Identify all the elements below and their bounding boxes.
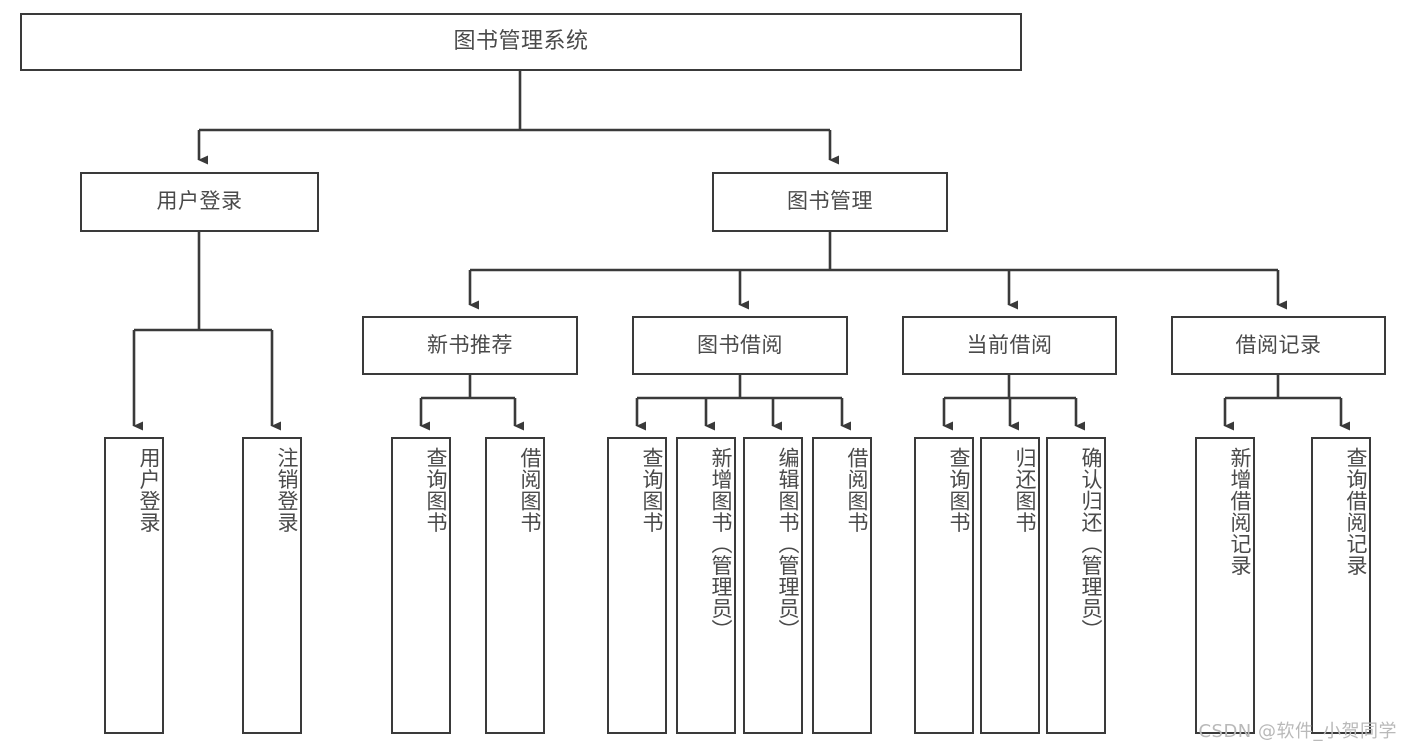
node-leaf-user-login[interactable]: 用户登录 [104, 437, 164, 734]
node-root-system[interactable]: 图书管理系统 [20, 13, 1022, 71]
node-book-borrow[interactable]: 图书借阅 [632, 316, 848, 375]
node-label: 图书管理 [787, 189, 873, 214]
node-leaf-edit-book-admin[interactable]: 编辑图书（管理员） [743, 437, 803, 734]
node-label: 当前借阅 [966, 332, 1053, 357]
node-borrow-record[interactable]: 借阅记录 [1171, 316, 1386, 375]
node-book-manage[interactable]: 图书管理 [712, 172, 948, 232]
node-label: 借阅图书 [845, 447, 869, 533]
node-label: 查询图书 [947, 447, 971, 533]
node-leaf-query-book-1[interactable]: 查询图书 [391, 437, 451, 734]
node-leaf-borrow-book-1[interactable]: 借阅图书 [485, 437, 545, 734]
node-user-login[interactable]: 用户登录 [80, 172, 319, 232]
node-leaf-query-borrow-record[interactable]: 查询借阅记录 [1311, 437, 1371, 734]
node-label: 借阅图书 [518, 447, 542, 533]
node-label: 注销登录 [275, 447, 299, 533]
node-label: 新增借阅记录 [1228, 447, 1252, 576]
node-label: 编辑图书（管理员） [776, 447, 800, 641]
watermark-text: CSDN @软件_小贺同学 [1198, 721, 1397, 742]
node-label: 新增图书（管理员） [709, 447, 733, 641]
node-leaf-add-book-admin[interactable]: 新增图书（管理员） [676, 437, 736, 734]
node-label: 查询图书 [424, 447, 448, 533]
node-leaf-query-book-3[interactable]: 查询图书 [914, 437, 974, 734]
node-label: 用户登录 [137, 447, 161, 533]
node-leaf-confirm-return-admin[interactable]: 确认归还（管理员） [1046, 437, 1106, 734]
node-label: 用户登录 [156, 189, 243, 214]
node-label: 查询图书 [640, 447, 664, 533]
node-label: 查询借阅记录 [1344, 447, 1368, 576]
node-label: 新书推荐 [427, 332, 513, 357]
node-label: 借阅记录 [1235, 332, 1322, 357]
node-leaf-return-book[interactable]: 归还图书 [980, 437, 1040, 734]
node-new-book-recommend[interactable]: 新书推荐 [362, 316, 578, 375]
node-leaf-logout-login[interactable]: 注销登录 [242, 437, 302, 734]
node-leaf-query-book-2[interactable]: 查询图书 [607, 437, 667, 734]
node-label: 归还图书 [1013, 447, 1037, 533]
node-current-borrow[interactable]: 当前借阅 [902, 316, 1117, 375]
node-label: 图书管理系统 [453, 28, 589, 54]
node-label: 确认归还（管理员） [1079, 447, 1103, 641]
node-leaf-add-borrow-record[interactable]: 新增借阅记录 [1195, 437, 1255, 734]
node-leaf-borrow-book-2[interactable]: 借阅图书 [812, 437, 872, 734]
node-label: 图书借阅 [697, 332, 783, 357]
